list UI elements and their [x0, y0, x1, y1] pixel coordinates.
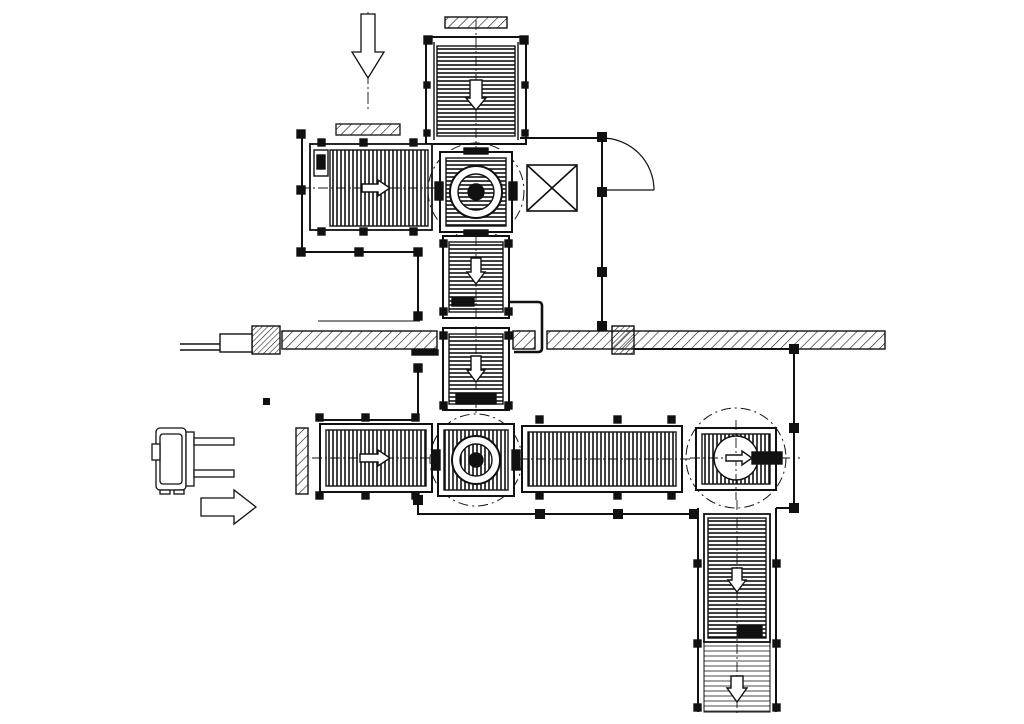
flow-arrow-right-icon [200, 488, 258, 526]
conveyor-vertical-lower [439, 326, 513, 414]
safety-fence-upper [520, 132, 655, 331]
flow-arrow-down-icon [465, 257, 487, 286]
forklift-icon [151, 427, 258, 526]
conveyor-left-upper [296, 129, 440, 321]
flow-arrow-down-icon [335, 12, 401, 136]
floor-marker [263, 398, 270, 405]
stop-plate-lower-left [295, 427, 309, 495]
wall-segment-right [546, 330, 886, 350]
turntable-lower [429, 413, 523, 507]
flow-arrow-down-icon [464, 79, 488, 112]
conveyor-left-lower [295, 363, 440, 500]
wall-door-stop [411, 349, 439, 356]
door-swing [601, 137, 655, 191]
conveyor-top-infeed [423, 16, 529, 148]
flow-arrow-right-icon [359, 448, 392, 468]
lift-box-icon [526, 164, 578, 212]
turntable-right [685, 407, 800, 509]
flow-arrow-right-icon [725, 449, 754, 467]
stop-plate-upper-left [335, 123, 401, 136]
wall-segment-gap [512, 330, 536, 350]
conveyor-middle-lower [518, 415, 690, 500]
flow-arrow-down-icon [725, 675, 749, 704]
flow-arrow-down-icon [726, 567, 748, 594]
conveyor-exit-down [693, 500, 781, 716]
flow-arrow-right-icon [361, 178, 392, 198]
flow-arrow-down-icon [465, 355, 487, 384]
wall-pillar-left [251, 325, 281, 355]
wall-segment-left [281, 330, 438, 350]
wall-outlet-box [219, 333, 253, 353]
turntable-upper [427, 142, 525, 240]
wall-pillar-right [611, 325, 635, 355]
building-wall [180, 320, 886, 356]
conveyor-vertical-upper [439, 235, 544, 354]
